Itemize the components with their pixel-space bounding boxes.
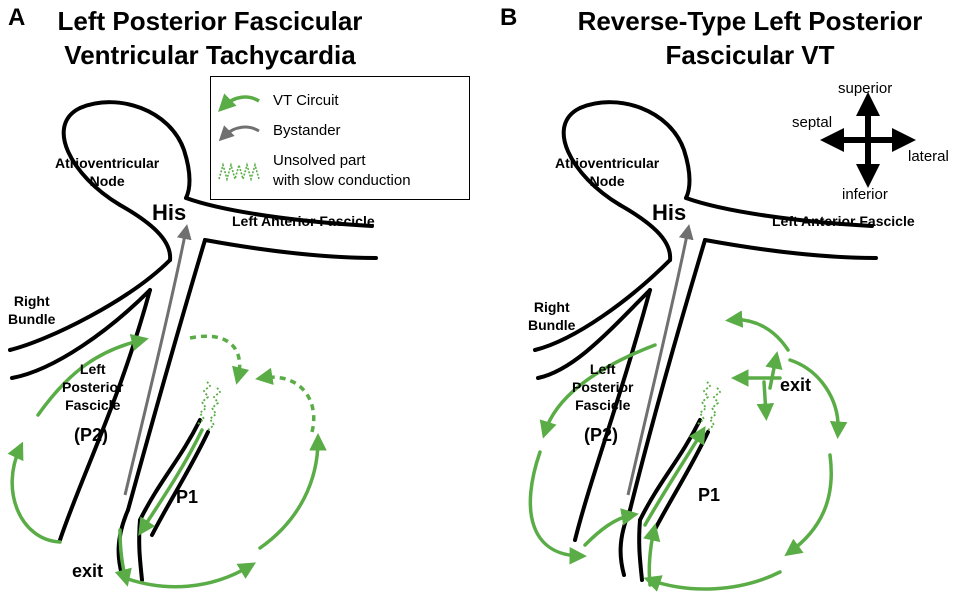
his-left-wall [118,203,173,262]
circuit-right-upper-b [788,358,848,439]
circuit-p1-up-b [643,426,706,527]
legend-vt-circuit-label: VT Circuit [273,92,339,109]
legend-row-unsolved: Unsolved part with slow conduction [211,151,471,195]
conduction-diagram-a [7,100,378,589]
panel-b-title-line2: Fascicular VT [665,40,835,70]
vt-circuit-arrow-icon [218,93,260,112]
legend-row-vt-circuit: VT Circuit [211,89,471,113]
panel-a-title-line2: Ventricular Tachycardia [64,40,356,70]
conduction-diagram-b [528,92,916,592]
his-left-wall-b [618,203,673,262]
panel-b-letter: B [500,4,518,31]
exit-label-b: exit [780,375,812,395]
legend-unsolved-line2: with slow conduction [273,172,411,189]
laf-label: Left Anterior Fascicle [232,213,375,229]
circuit-exit-down [114,528,132,587]
circuit-bottom-b [643,570,782,592]
laf-upper-wall-b [684,196,874,228]
p2-label-b: (P2) [584,425,619,445]
panel-b-title-line1: Reverse-Type Left Posterior [577,6,923,36]
circuit-dotted-left [189,334,250,385]
exit-label: exit [72,561,104,581]
laf-label-b: Left Anterior Fascicle [772,213,915,229]
panel-a-title: Left Posterior Fascicular Ventricular Ta… [40,4,380,72]
legend-unsolved-line1: Unsolved part [273,152,366,169]
panel-a: A Left Posterior Fascicular Ventricular … [7,4,470,589]
av-node-outline-b [561,100,692,207]
p1-left-wall [138,418,202,522]
lpf-right-wall [126,238,207,512]
lateral-label: lateral [908,148,949,165]
circuit-p1-down [138,428,204,536]
lpf-left-wall-b [573,288,652,542]
his-label-b: His [652,200,687,225]
p1-label-b: P1 [698,485,721,505]
legend-row-bystander: Bystander [211,119,471,143]
panel-a-letter: A [8,4,26,31]
slow-conduction-zigzag-b2 [707,385,722,431]
panel-b-title: Reverse-Type Left Posterior Fascicular V… [550,4,950,72]
legend-bystander-label: Bystander [273,122,341,139]
his-label: His [152,200,187,225]
circuit-right-lower-b [784,453,833,557]
av-node-outline [61,100,192,207]
rb-upper-wall [8,258,172,352]
rb-lower-wall [10,288,152,380]
lpf-label-b: Left Posterior Fascicle [572,361,634,413]
av-node-label: Atrioventricular Node [55,155,160,189]
circuit-left-upper [36,333,149,417]
p1-label: P1 [176,487,199,507]
laf-upper-wall [184,196,374,228]
circuit-left-loop-b [539,343,657,439]
circuit-dotted-right [255,367,316,433]
circuit-left-loop [7,441,62,544]
av-node-label-b: Atrioventricular Node [555,155,660,189]
rb-upper-wall-b [533,258,672,352]
p2-label: (P2) [74,425,109,445]
superior-label: superior [838,80,893,97]
laf-lower-wall-b [703,238,878,260]
panel-a-title-line1: Left Posterior Fascicular [57,6,363,36]
circuit-left-lower-b [528,450,587,565]
exit-cross-up-b [765,351,783,390]
panel-b: B Reverse-Type Left Posterior Fascicular… [480,0,960,608]
circuit-bottom-left-b [643,523,661,587]
exit-cross-down-b [756,380,775,421]
circuit-exit-up-b [583,508,639,547]
lpf-label: Left Posterior Fascicle [62,361,124,413]
laf-lower-wall [203,238,378,260]
orientation-cross [820,92,916,188]
circuit-bottom [123,562,257,589]
lpf-right-wall-b [628,238,707,512]
p1-right-wall [150,430,210,537]
septal-label: septal [792,114,833,131]
bystander-arrow [123,224,192,496]
circuit-right-lower [258,433,327,550]
inferior-label: inferior [842,186,888,203]
bystander-arrow-icon [218,125,260,142]
slow-conduction-zigzag-b [697,379,712,425]
slow-conduction-zigzag-2 [207,385,222,431]
slow-conduction-icon [218,162,260,182]
right-bundle-label: Right Bundle [8,293,56,327]
lpf-left-wall [58,288,152,542]
bystander-arrow-b [626,224,694,496]
slow-conduction-zigzag [197,379,212,425]
legend: VT Circuit Bystander Unsolved part with … [210,76,470,200]
right-bundle-label-b: Right Bundle [528,299,576,333]
exit-right-wall-b [637,518,644,582]
circuit-top-b [725,310,790,352]
rb-lower-wall-b [536,288,652,380]
